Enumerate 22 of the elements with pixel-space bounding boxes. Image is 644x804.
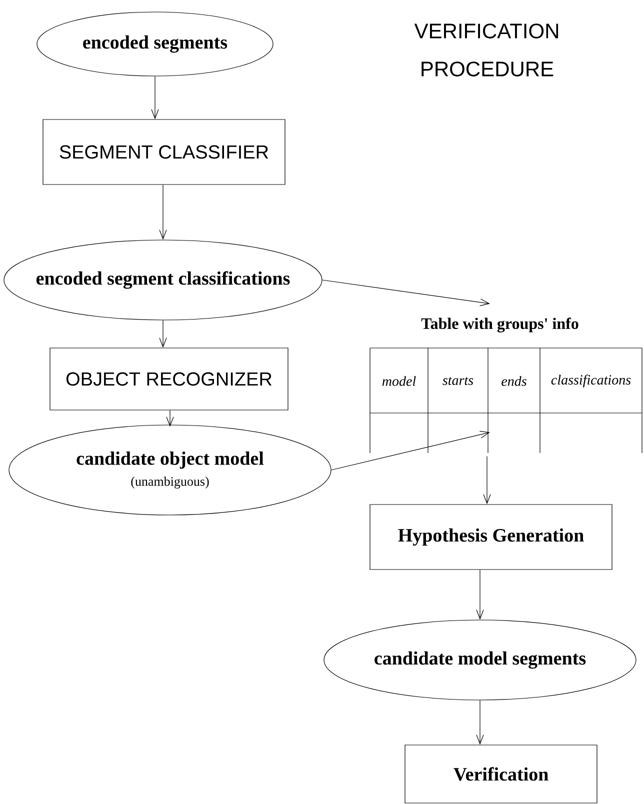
arrow — [322, 280, 490, 306]
arrow — [476, 700, 484, 745]
title: VERIFICATION PROCEDURE — [414, 24, 558, 76]
table-header-cell: ends — [502, 376, 526, 386]
ellipse-node: encoded segment classifications — [4, 240, 322, 320]
arrow — [151, 76, 159, 120]
arrow — [483, 456, 491, 504]
arrow — [166, 410, 174, 427]
arrow — [159, 320, 167, 348]
process-box: OBJECT RECOGNIZER — [50, 348, 288, 410]
arrow — [476, 570, 484, 620]
process-box: Verification — [404, 744, 598, 804]
arrow — [159, 184, 167, 240]
ellipse-node: candidate model segments — [324, 620, 636, 700]
table-header-cell: classifications — [551, 374, 631, 388]
ellipse-node: candidate object model (unambiguous) — [8, 424, 332, 516]
ellipse-node: encoded segments — [36, 12, 274, 76]
table-header-cell: model — [382, 376, 416, 386]
table-header-cell: starts — [442, 377, 474, 386]
process-box: Hypothesis Generation — [370, 504, 612, 570]
process-box: SEGMENT CLASSIFIER — [42, 119, 286, 185]
arrow — [331, 430, 490, 470]
